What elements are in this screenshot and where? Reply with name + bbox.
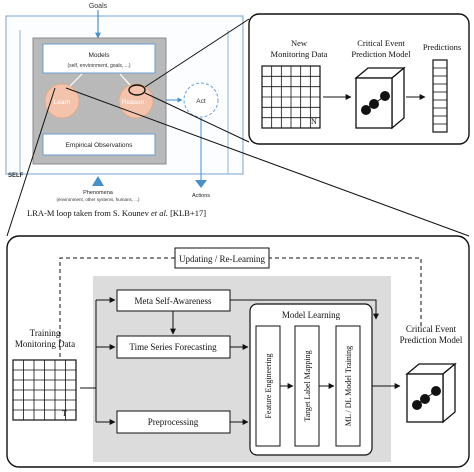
- updating-label: Updating / Re-Learning: [179, 254, 265, 264]
- feature-eng-box: [255, 325, 281, 447]
- model-learning-title: Model Learning: [282, 310, 341, 320]
- zoom-line-learn-left: [6, 87, 56, 237]
- new-data-line1: New: [291, 38, 308, 48]
- phenomena-subtitle: (environment, other systems, humans, ...…: [56, 197, 140, 202]
- training-line1: Training: [30, 328, 61, 338]
- phenomena-label: Phenomena: [83, 190, 114, 196]
- updating-box: [174, 247, 270, 269]
- lra-m-loop: Goals Models (self, environment, goals, …: [5, 3, 244, 218]
- act-node: [183, 82, 219, 118]
- models-subtitle: (self, environment, goals, ...): [67, 63, 130, 69]
- reason-zoom-marker: [128, 84, 146, 96]
- prediction-panel: New Monitoring Data N Critical Event Pre…: [248, 13, 470, 145]
- predictions-vector-frame: [432, 59, 448, 133]
- predictions-label: Predictions: [423, 42, 461, 52]
- reason-label: Reason: [122, 99, 145, 106]
- updating-loop-left: [57, 257, 175, 379]
- model-line2: Prediction Model: [351, 49, 411, 59]
- self-label: SELF: [8, 173, 24, 179]
- new-data-matrix: [261, 65, 321, 129]
- meta-to-model-learning: [230, 299, 379, 320]
- actions-arrow: [195, 180, 207, 188]
- learn-label: Learn: [54, 99, 71, 106]
- new-data-line2: Monitoring Data: [271, 49, 328, 59]
- act-label: Act: [196, 98, 206, 105]
- zoom-line-reason-top: [144, 18, 250, 88]
- new-data-matrix-n: N: [311, 117, 317, 126]
- learn-to-models: [69, 73, 83, 87]
- models-box: [42, 43, 156, 74]
- models-title: Models: [89, 52, 111, 59]
- updating-loop-right: [269, 257, 422, 326]
- output-line1: Critical Event: [406, 324, 457, 334]
- meta-label: Meta Self-Awareness: [135, 296, 212, 306]
- lra-caption: LRA-M loop taken from S. Kounev et al. […: [27, 208, 206, 218]
- predictions-vector: [432, 59, 448, 133]
- ml-training-box: [335, 325, 361, 447]
- actions-label: Actions: [192, 193, 210, 199]
- empirical-label: Empirical Observations: [66, 142, 134, 149]
- learning-panel: Updating / Re-Learning Training Monitori…: [6, 235, 470, 468]
- goals-label: Goals: [89, 3, 108, 10]
- training-line2: Monitoring Data: [15, 339, 75, 349]
- training-matrix-t: T: [62, 409, 67, 418]
- model-line1: Critical Event: [357, 38, 405, 48]
- zoom-line-learn-right: [65, 87, 470, 237]
- target-label-box: [294, 325, 320, 447]
- model-cube-icon: [354, 66, 406, 130]
- output-line2: Prediction Model: [400, 335, 463, 345]
- training-data-matrix: [12, 359, 77, 421]
- empirical-box: [42, 133, 156, 156]
- output-model-cube-icon: [405, 362, 457, 424]
- zoom-line-reason-bottom: [144, 92, 250, 143]
- phenomena-arrow: [92, 176, 104, 186]
- feature-eng-label: Feature Engineering: [264, 353, 273, 418]
- preprocessing-label: Preprocessing: [148, 417, 199, 427]
- target-label-label: Target Label Mapping: [303, 350, 312, 421]
- models-to-reason: [119, 73, 131, 86]
- tsf-label: Time Series Forecasting: [129, 342, 217, 352]
- ml-training-label: ML / DL Model Training: [344, 346, 353, 426]
